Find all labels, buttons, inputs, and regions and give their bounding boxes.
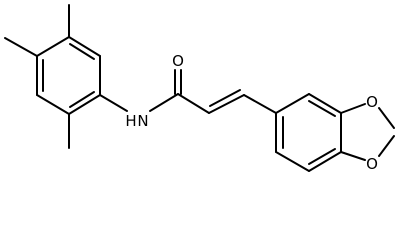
ring-b-bond-5 xyxy=(308,93,342,114)
dioxole-bond-upper-ch2 xyxy=(378,107,395,129)
amide-hydrogen-label: H xyxy=(125,112,136,130)
molecule-structure: N H O O O xyxy=(4,4,395,173)
amide-group: N H O xyxy=(99,52,184,130)
ring-a-inner-bond-2 xyxy=(69,91,95,108)
alkene-double-bond-inner xyxy=(209,89,241,107)
ring-a-bond-6 xyxy=(36,36,70,57)
structure-canvas: N H O O O xyxy=(4,4,395,173)
amide-nitrogen-label: N xyxy=(137,112,148,130)
ring-a-bond-1 xyxy=(68,36,101,57)
dioxole-bond-lower-o xyxy=(340,151,366,161)
dioxole-bond-lower-ch2 xyxy=(378,135,395,157)
dioxole-bond-upper-o xyxy=(340,103,366,114)
trimethylphenyl-ring xyxy=(36,36,101,115)
n-carbonyl-bond xyxy=(149,93,179,112)
ring-a-inner-bond-1 xyxy=(69,43,95,60)
alkene-single-bond-1 xyxy=(177,93,210,114)
dioxole-ring: O O xyxy=(340,93,395,173)
methyl-groups xyxy=(4,4,70,149)
ring-b-inner-bond-2 xyxy=(308,148,336,165)
alkene-single-bond-2 xyxy=(243,94,277,114)
carbonyl-oxygen-label: O xyxy=(172,52,184,70)
ring-b-inner-bond-3 xyxy=(308,100,336,117)
aryl-n-bond xyxy=(99,94,128,112)
ring-b-bond-2 xyxy=(275,151,310,172)
methyl-bond-left xyxy=(4,37,38,57)
benzodioxole-ring xyxy=(275,93,342,172)
ring-a-bond-3 xyxy=(68,94,101,115)
ring-b-bond-3 xyxy=(308,151,342,172)
alkene-linker xyxy=(177,89,277,114)
ring-a-bond-4 xyxy=(36,94,70,115)
dioxole-oxygen-upper-label: O xyxy=(366,93,378,111)
ring-b-bond-6 xyxy=(275,93,310,114)
alkene-double-bond xyxy=(208,94,245,114)
dioxole-oxygen-lower-label: O xyxy=(366,155,378,173)
